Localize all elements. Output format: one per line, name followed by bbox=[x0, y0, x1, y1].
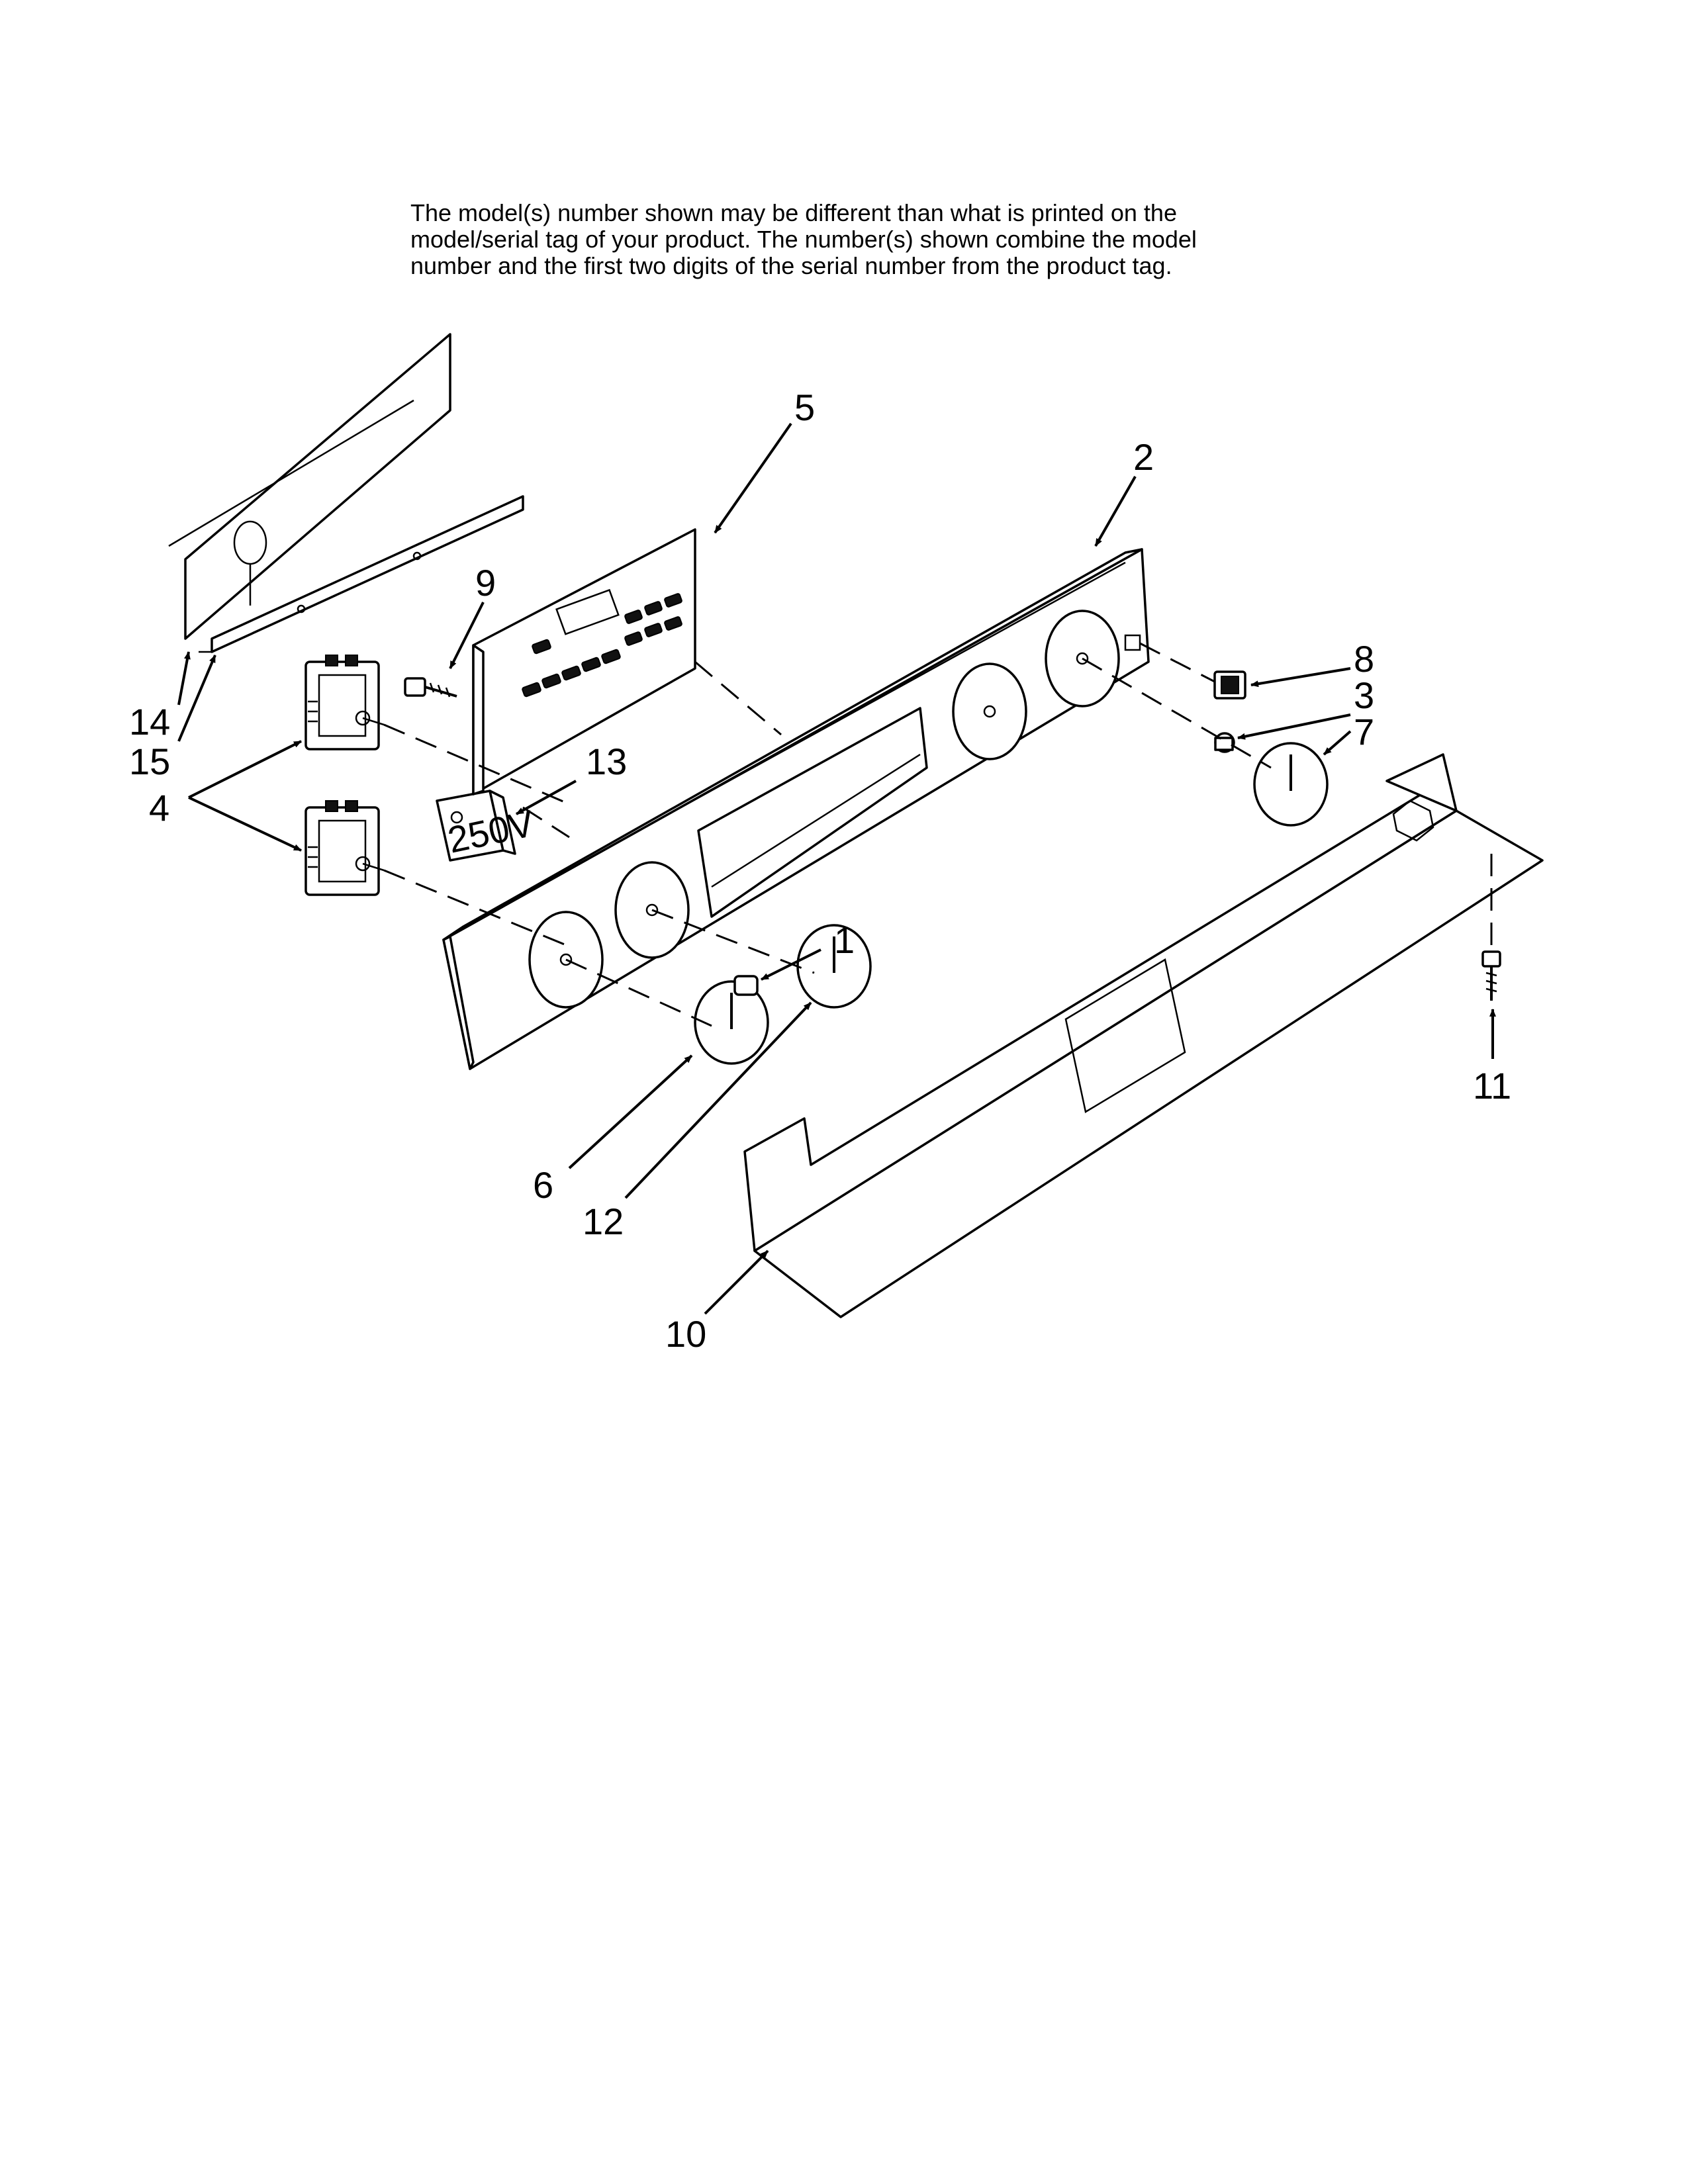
callout-12: 12 bbox=[583, 1201, 624, 1242]
callout-5: 5 bbox=[794, 387, 815, 428]
callout-7: 7 bbox=[1354, 711, 1374, 752]
callout-14: 14 bbox=[129, 701, 170, 743]
relay-part-13: 250V bbox=[436, 790, 538, 862]
callout-8: 8 bbox=[1354, 638, 1374, 680]
screw-part-9 bbox=[404, 677, 457, 698]
shield-bracket-part-15 bbox=[199, 495, 524, 653]
pilot-light-part-1 bbox=[733, 975, 759, 996]
knob-part-12 bbox=[796, 924, 872, 1009]
callout-11: 11 bbox=[1473, 1065, 1511, 1107]
knob-part-7 bbox=[1253, 742, 1329, 827]
control-touchpad-part-5 bbox=[472, 528, 696, 796]
callout-2: 2 bbox=[1133, 436, 1154, 478]
infinite-switch-lower bbox=[305, 800, 385, 896]
control-panel-part-2 bbox=[442, 548, 1150, 1070]
callout-15: 15 bbox=[129, 741, 170, 782]
callout-labels: 5 2 9 13 8 3 7 1 14 15 4 6 12 10 11 bbox=[129, 387, 1511, 1355]
shield-bracket-part-14 bbox=[168, 333, 451, 640]
rocker-switch-part-8 bbox=[1213, 670, 1246, 700]
disclaimer-line-1: The model(s) number shown may be differe… bbox=[410, 199, 1177, 226]
callout-10: 10 bbox=[665, 1313, 706, 1355]
knob-part-6 bbox=[694, 980, 769, 1065]
infinite-switch-upper bbox=[305, 655, 385, 751]
touchpad-keys bbox=[522, 593, 682, 698]
rear-tray-part-10 bbox=[743, 753, 1544, 1318]
disclaimer-note: The model(s) number shown may be differe… bbox=[410, 200, 1536, 279]
disclaimer-line-2: model/serial tag of your product. The nu… bbox=[410, 226, 1197, 253]
callout-13: 13 bbox=[586, 741, 627, 782]
callout-4: 4 bbox=[149, 787, 169, 829]
callout-6: 6 bbox=[533, 1164, 553, 1206]
callout-leaders bbox=[177, 422, 1496, 1315]
callout-1: 1 bbox=[834, 919, 855, 961]
screw-part-11 bbox=[1481, 950, 1501, 1001]
callout-9: 9 bbox=[475, 562, 496, 604]
disclaimer-line-3: number and the first two digits of the s… bbox=[410, 252, 1172, 279]
assembly-dashed-lines bbox=[383, 642, 1493, 1027]
callout-3: 3 bbox=[1354, 674, 1374, 716]
